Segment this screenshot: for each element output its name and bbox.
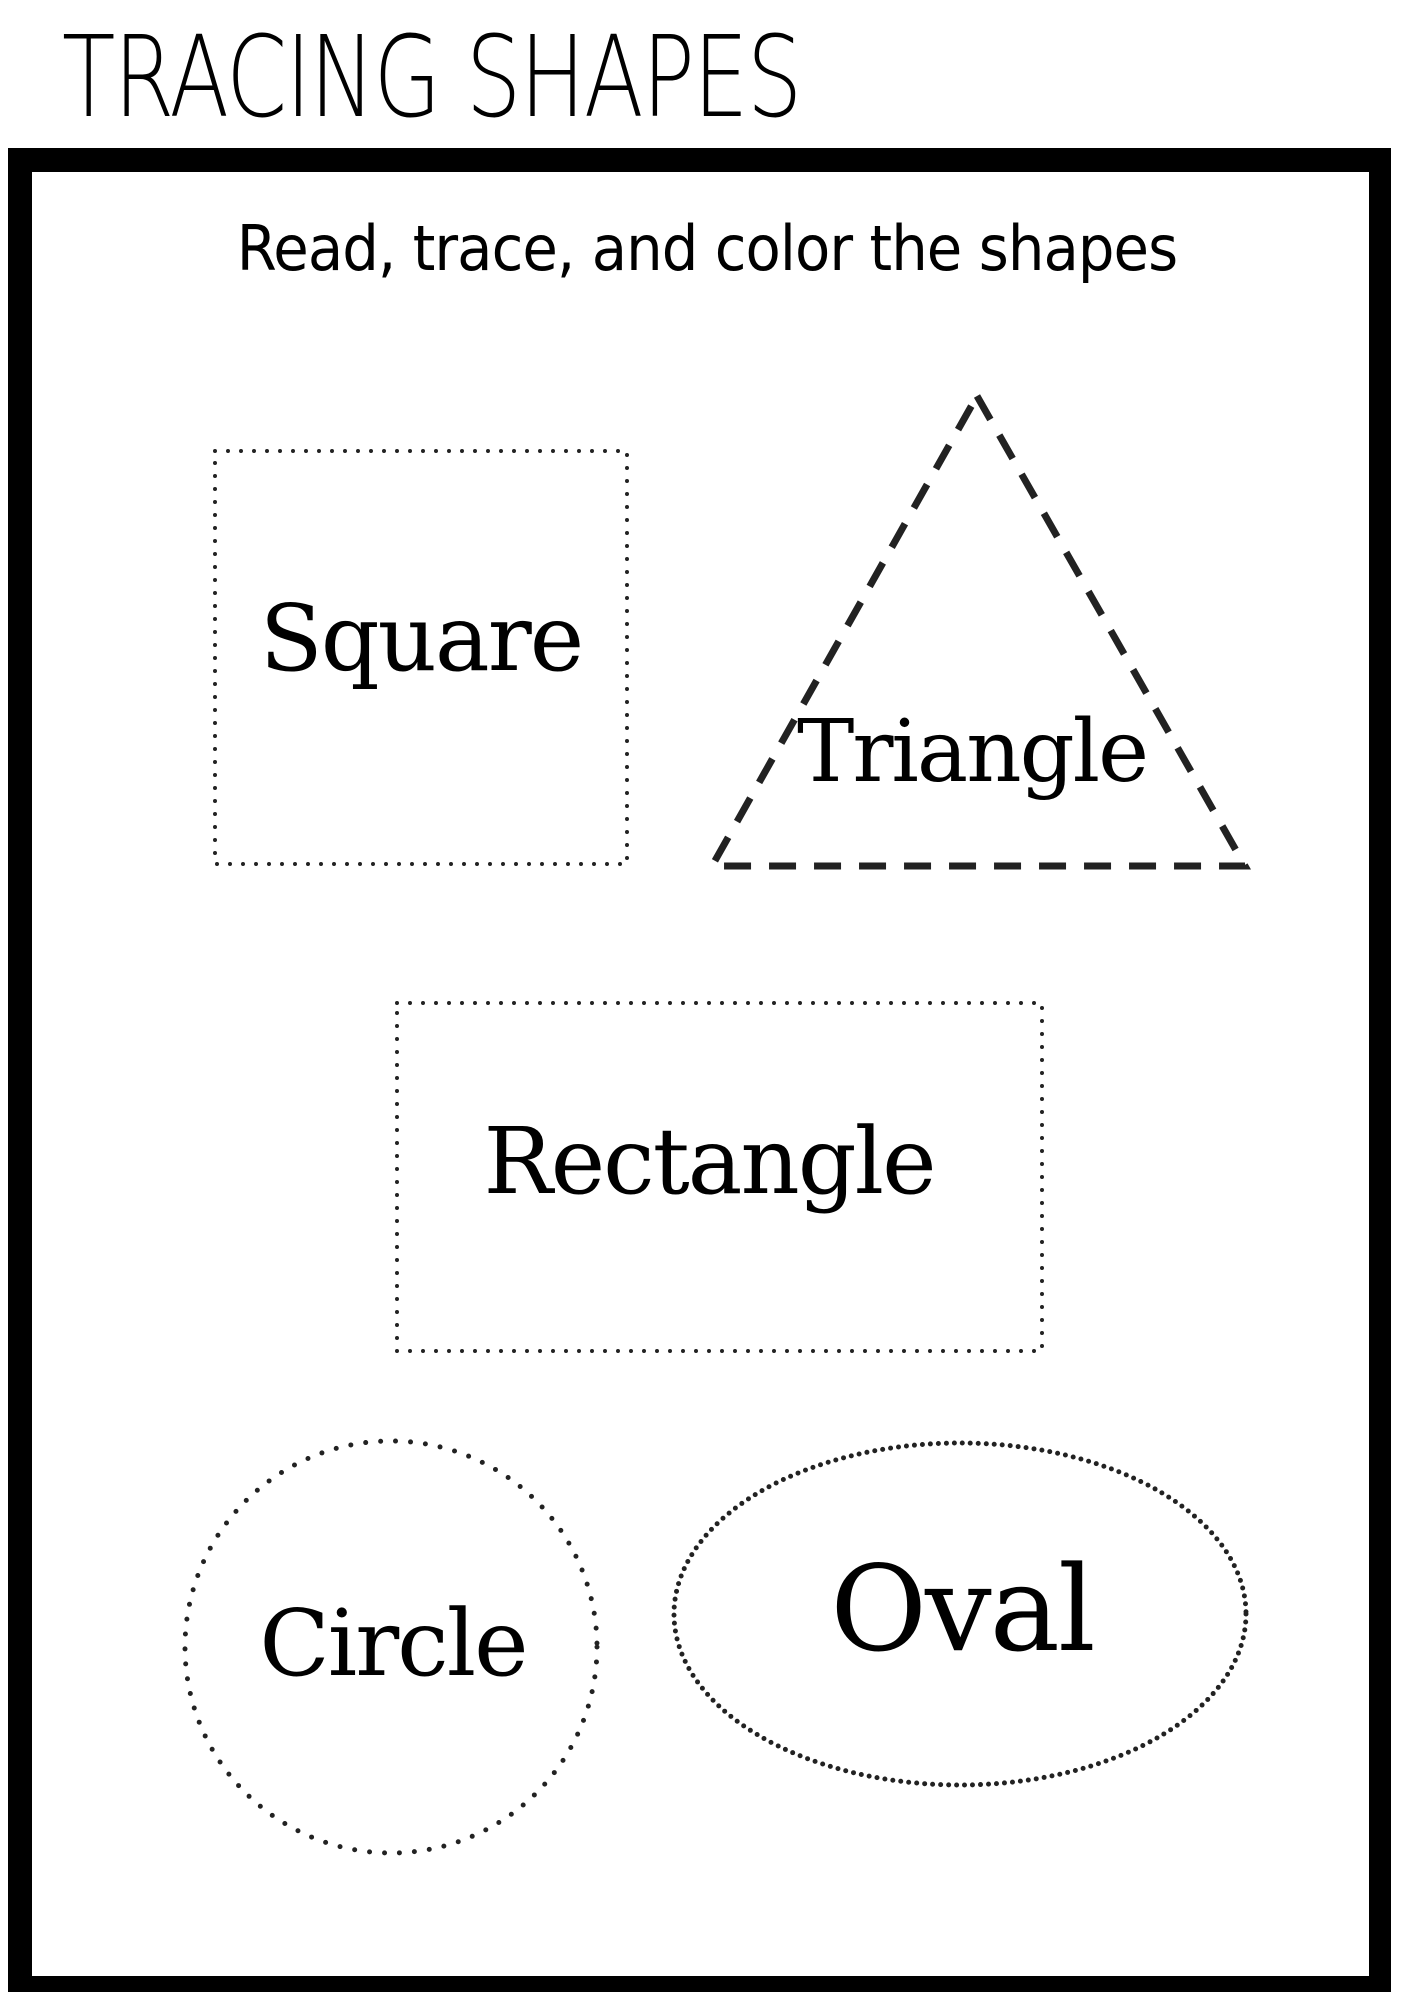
- triangle-tracing-outline[interactable]: [706, 388, 1252, 870]
- triangle-shape-group: Triangle: [706, 388, 1252, 870]
- rectangle-label: Rectangle: [483, 1108, 934, 1215]
- circle-label: Circle: [259, 1590, 526, 1697]
- oval-label: Oval: [830, 1540, 1094, 1678]
- square-shape-group: Square: [213, 449, 629, 866]
- oval-tracing-outline[interactable]: [671, 1440, 1249, 1788]
- worksheet-border: [8, 148, 1391, 1992]
- instruction-text: Read, trace, and color the shapes: [236, 212, 1178, 285]
- rectangle-shape-group: Rectangle: [395, 1001, 1044, 1353]
- circle-tracing-outline[interactable]: [182, 1438, 600, 1856]
- triangle-label: Triangle: [797, 702, 1147, 802]
- square-tracing-outline[interactable]: [213, 449, 629, 866]
- oval-shape-group: Oval: [671, 1440, 1249, 1788]
- rectangle-tracing-outline[interactable]: [395, 1001, 1044, 1353]
- page-title: TRACING SHAPES: [62, 13, 802, 143]
- circle-shape-group: Circle: [182, 1438, 600, 1856]
- square-label: Square: [260, 585, 582, 692]
